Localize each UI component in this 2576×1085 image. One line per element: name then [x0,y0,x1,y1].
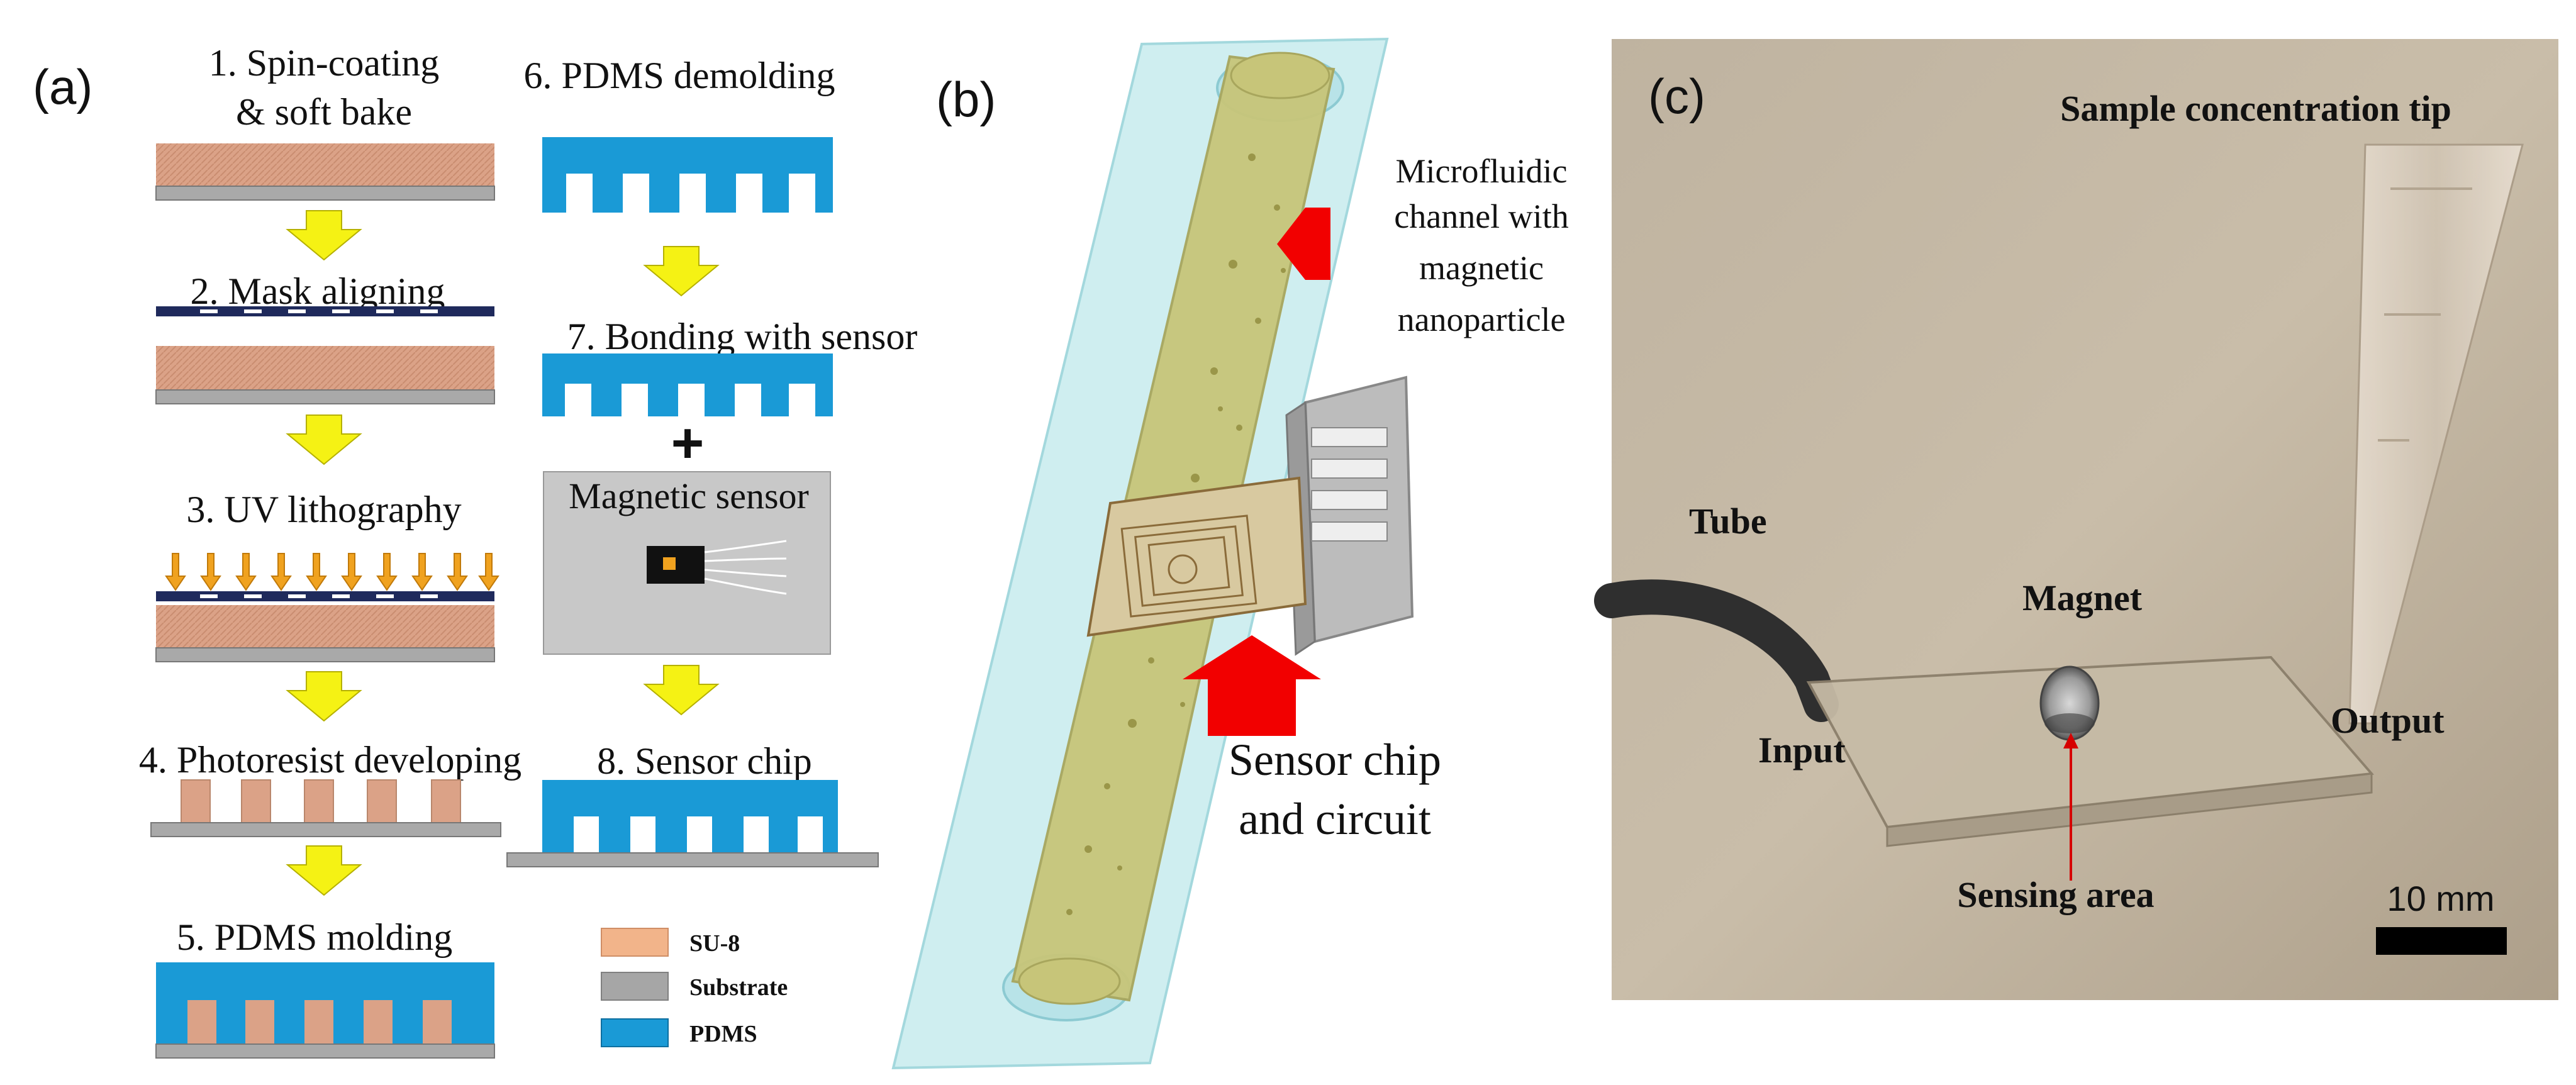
plus-sign: + [671,412,705,475]
step1-title-line2: & soft bake [236,91,412,133]
channel-pointer-arrow [1277,208,1330,280]
process-arrow-6 [643,246,720,297]
label-sample-tip: Sample concentration tip [2060,88,2451,129]
channel-label-line4: nanoparticle [1398,301,1566,338]
step1-title-line1: 1. Spin-coating [209,42,440,84]
panel-a: (a) 1. Spin-coating & soft bake 2. Mask … [33,42,918,1059]
pipette-tip [2348,143,2524,725]
process-arrow-7 [643,665,720,716]
magnetic-sensor-board: Magnetic sensor [543,471,831,655]
sensing-area-arrowhead [2063,733,2078,748]
chip-label-line1: Sensor chip [1229,735,1441,785]
label-tube: Tube [1689,501,1767,542]
process-arrow-3 [286,671,362,722]
step3-title: 3. UV lithography [186,489,461,530]
scale-bar-label: 10 mm [2387,879,2494,918]
uv-arrows [165,553,499,591]
scale-bar [2376,927,2507,955]
panel-c: (c) Sample concentration tip Tube Magnet… [1594,39,2558,1000]
step6-title: 6. PDMS demolding [523,55,835,96]
channel-label-line2: channel with [1394,198,1568,235]
legend: SU-8 Substrate PDMS [601,928,788,1047]
panel-a-label: (a) [33,59,92,114]
process-arrow-4 [286,845,362,896]
step7-pdms [542,353,833,416]
microfluidic-chip [1806,655,2375,847]
step6-diagram [542,137,833,213]
legend-swatch-substrate [601,972,669,1001]
panel-b-label: (b) [936,72,996,127]
legend-swatch-pdms [601,1018,669,1047]
sensor-chip-3d [1086,376,1414,656]
step3-diagram [155,591,495,662]
step8-diagram [506,780,879,867]
step2-title: 2. Mask aligning [191,270,445,312]
step4-title: 4. Photoresist developing [139,739,521,781]
process-arrow-1 [286,210,362,261]
channel-label-line3: magnetic [1419,249,1544,287]
legend-label-substrate: Substrate [689,974,788,1001]
magnet [2039,665,2100,741]
label-sensing-area: Sensing area [1957,874,2154,915]
legend-label-pdms: PDMS [689,1021,757,1047]
process-arrow-2 [286,415,362,465]
panel-c-label: (c) [1648,69,1705,124]
tube [1594,579,1839,722]
panel-b: (b) [891,37,1569,1070]
step5-title: 5. PDMS molding [177,916,452,958]
label-input: Input [1758,730,1846,771]
step2-diagram [155,306,495,404]
magnetic-sensor-label: Magnetic sensor [569,476,809,516]
step8-title: 8. Sensor chip [597,740,812,782]
chip-pointer-arrow [1183,635,1321,736]
legend-label-su8: SU-8 [689,930,740,957]
sensor-coil [1120,515,1257,618]
chip-label-line2: and circuit [1239,794,1431,844]
step5-diagram [155,962,495,1059]
label-output: Output [2331,700,2445,741]
label-magnet: Magnet [2022,577,2143,618]
channel-label-line1: Microfluidic [1396,152,1568,190]
legend-swatch-su8 [601,928,669,957]
step7-title: 7. Bonding with sensor [567,316,918,357]
step1-diagram [155,143,495,201]
step4-diagram [150,779,501,837]
